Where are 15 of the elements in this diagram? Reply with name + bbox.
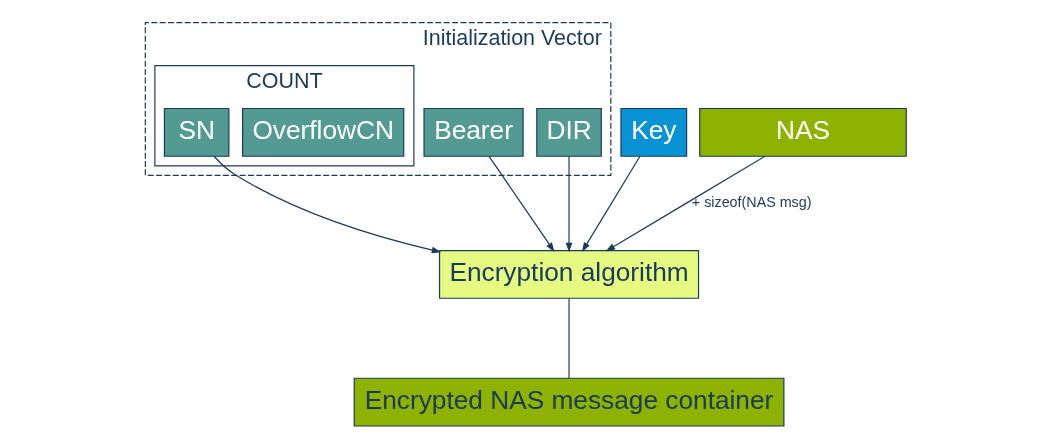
- arrow: [488, 155, 555, 252]
- arrow: [581, 155, 641, 252]
- arrow: [605, 155, 766, 252]
- node-box: Encrypted NAS message container: [353, 377, 785, 427]
- node-box: NAS: [699, 107, 907, 157]
- edge-label: + sizeof(NAS msg): [691, 194, 812, 211]
- node-box: Key: [620, 107, 688, 157]
- arrow: [565, 155, 573, 253]
- node-box: DIR: [536, 107, 602, 157]
- node-box: SN: [163, 107, 230, 157]
- node-box: Bearer: [423, 107, 524, 157]
- connector: [568, 298, 570, 379]
- node-box: OverflowCN: [242, 107, 405, 157]
- arrow: [213, 155, 442, 254]
- node-box: Encryption algorithm: [438, 249, 700, 299]
